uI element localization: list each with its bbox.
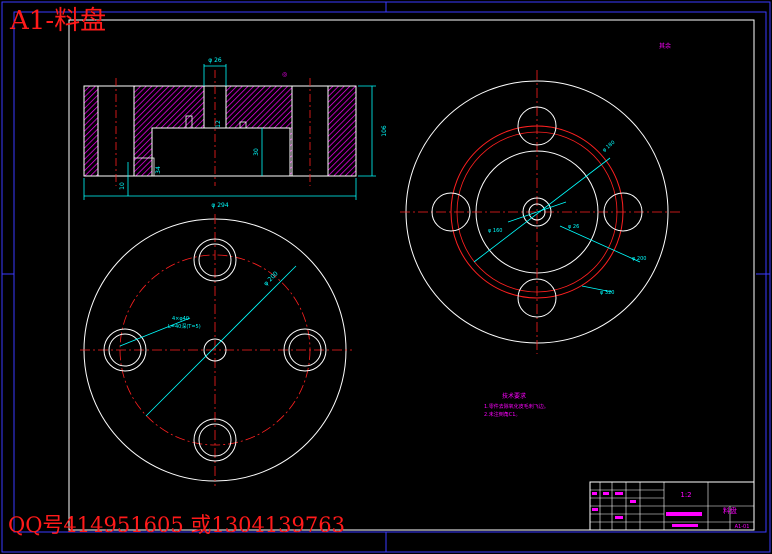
title-block-part-name: 料盘 — [723, 506, 737, 515]
sheet-inner-border — [13, 11, 767, 533]
notes-heading: 技术要求 — [502, 392, 526, 400]
plate-hole-callout-1: 4×φ40 — [172, 316, 189, 322]
drawing-title: A1-料盘 — [10, 6, 107, 36]
drawing-frame — [68, 19, 755, 531]
contact-text: QQ号414951605 或1304139763 — [8, 513, 345, 537]
right-view: 其余 φ 180 φ 160 φ 26 φ 200 φ 320 — [400, 42, 680, 354]
plate-hole-callout-2: L=40深(T=5) — [168, 323, 201, 330]
notes-line-1: 1.零件去除氧化皮毛刺飞边。 — [484, 403, 549, 410]
notes-line-2: 2.未注倒角C1。 — [484, 411, 520, 418]
dim-step: 34 — [155, 166, 162, 174]
section-marker: ◎ — [282, 71, 287, 78]
dim-top-bore: φ 26 — [208, 57, 222, 64]
dim-inner-height: 30 — [253, 148, 260, 156]
right-dim-3: φ 26 — [568, 224, 579, 230]
section-view: φ 294 106 φ 26 12 30 10 34 ◎ — [83, 57, 388, 209]
plate-top-view: φ 200 4×φ40 L=40深(T=5) — [80, 214, 352, 486]
plate-center-hole — [203, 338, 227, 362]
section-cavity — [151, 127, 291, 177]
right-dim-4: φ 200 — [632, 256, 646, 262]
title-block-scale: 1:2 — [680, 491, 691, 499]
right-dim-2: φ 160 — [488, 228, 502, 234]
plate-hole-right — [283, 328, 327, 372]
dim-bottom: 10 — [119, 182, 126, 190]
right-center-hole — [522, 197, 552, 227]
corner-note: 其余 — [659, 42, 671, 50]
technical-notes: 技术要求 1.零件去除氧化皮毛刺飞边。 2.未注倒角C1。 — [484, 392, 549, 418]
plate-hole-left — [103, 328, 147, 372]
plate-hole-top — [193, 238, 237, 282]
right-dim-1: φ 180 — [601, 140, 616, 154]
right-dim-5: φ 320 — [600, 290, 614, 296]
plate-hole-bottom — [193, 418, 237, 462]
dim-overall-width: φ 294 — [211, 202, 229, 209]
dim-inner-depth: 12 — [215, 120, 222, 128]
title-block-drawing-number: A1-01 — [735, 524, 750, 530]
title-block: 1:2 料盘 A1-01 — [589, 481, 755, 531]
dim-height: 106 — [381, 125, 388, 137]
